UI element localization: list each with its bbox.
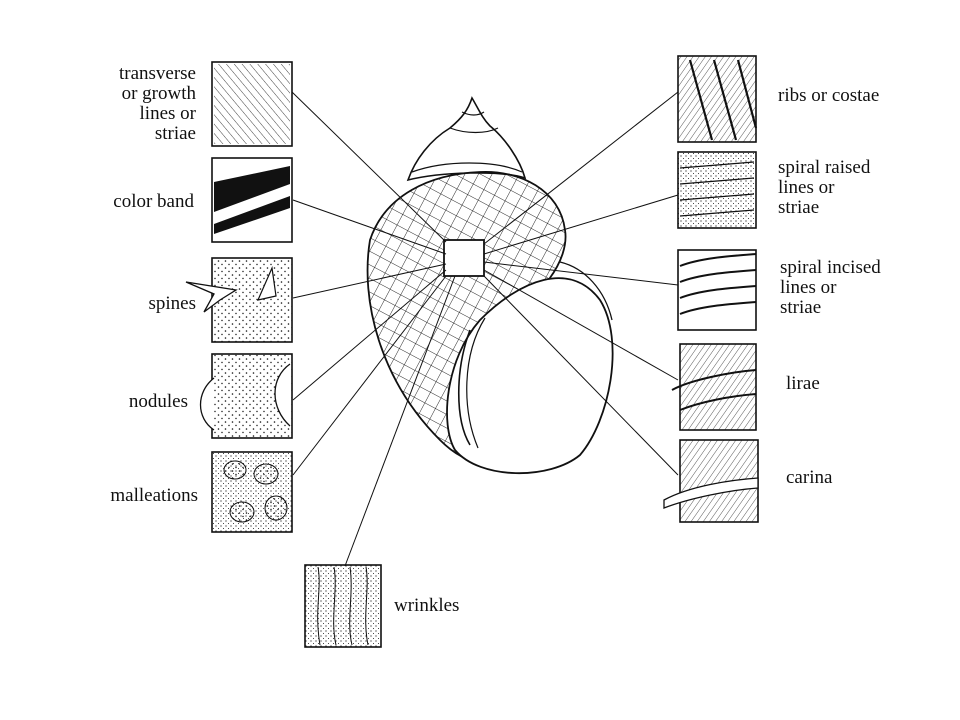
swatch-malleations bbox=[211, 451, 293, 533]
label-line: spiral incised bbox=[780, 257, 881, 278]
label-line: ribs or costae bbox=[778, 85, 880, 106]
label-color-band: color band bbox=[113, 192, 194, 212]
swatch-ribs bbox=[677, 55, 758, 143]
label-line: carina bbox=[786, 467, 833, 488]
swatch-spiral-raised bbox=[677, 151, 757, 229]
label-line: lirae bbox=[786, 373, 820, 394]
swatch-lirae bbox=[671, 343, 757, 431]
label-line: spines bbox=[148, 293, 197, 314]
label-wrinkles: wrinkles bbox=[394, 596, 459, 616]
swatch-spines bbox=[185, 257, 293, 343]
label-spines: spines bbox=[149, 294, 197, 314]
leader-lines bbox=[291, 91, 679, 567]
shell-illustration bbox=[366, 96, 614, 475]
label-line: striae bbox=[154, 123, 196, 144]
label-ribs: ribs or costae bbox=[778, 86, 879, 106]
swatch-transverse bbox=[211, 61, 293, 147]
label-spiral-incised: spiral incised lines or striae bbox=[780, 258, 881, 318]
label-transverse: transverse or growth lines or striae bbox=[119, 64, 196, 144]
label-malleations: malleations bbox=[110, 486, 198, 506]
swatch-spiral-incised bbox=[677, 249, 757, 331]
label-carina: carina bbox=[786, 468, 832, 488]
label-line: lines or bbox=[780, 277, 837, 298]
label-line: lines or bbox=[778, 177, 835, 198]
shell-aperture bbox=[446, 277, 614, 475]
label-line: striae bbox=[778, 197, 820, 218]
label-line: lines or bbox=[139, 103, 196, 124]
label-line: nodules bbox=[128, 391, 188, 412]
highlight-square bbox=[443, 239, 485, 277]
label-line: spiral raised bbox=[778, 157, 871, 178]
label-line: transverse bbox=[118, 63, 196, 84]
label-line: malleations bbox=[110, 485, 198, 506]
label-line: or growth bbox=[121, 83, 196, 104]
swatch-wrinkles bbox=[304, 564, 382, 648]
label-line: wrinkles bbox=[394, 595, 460, 616]
label-line: striae bbox=[780, 297, 822, 318]
swatch-color-band bbox=[211, 157, 293, 243]
swatch-nodules bbox=[200, 353, 293, 439]
label-spiral-raised: spiral raised lines or striae bbox=[778, 158, 870, 218]
label-nodules: nodules bbox=[129, 392, 188, 412]
label-line: color band bbox=[113, 191, 194, 212]
label-lirae: lirae bbox=[786, 374, 820, 394]
swatch-carina bbox=[663, 439, 759, 523]
